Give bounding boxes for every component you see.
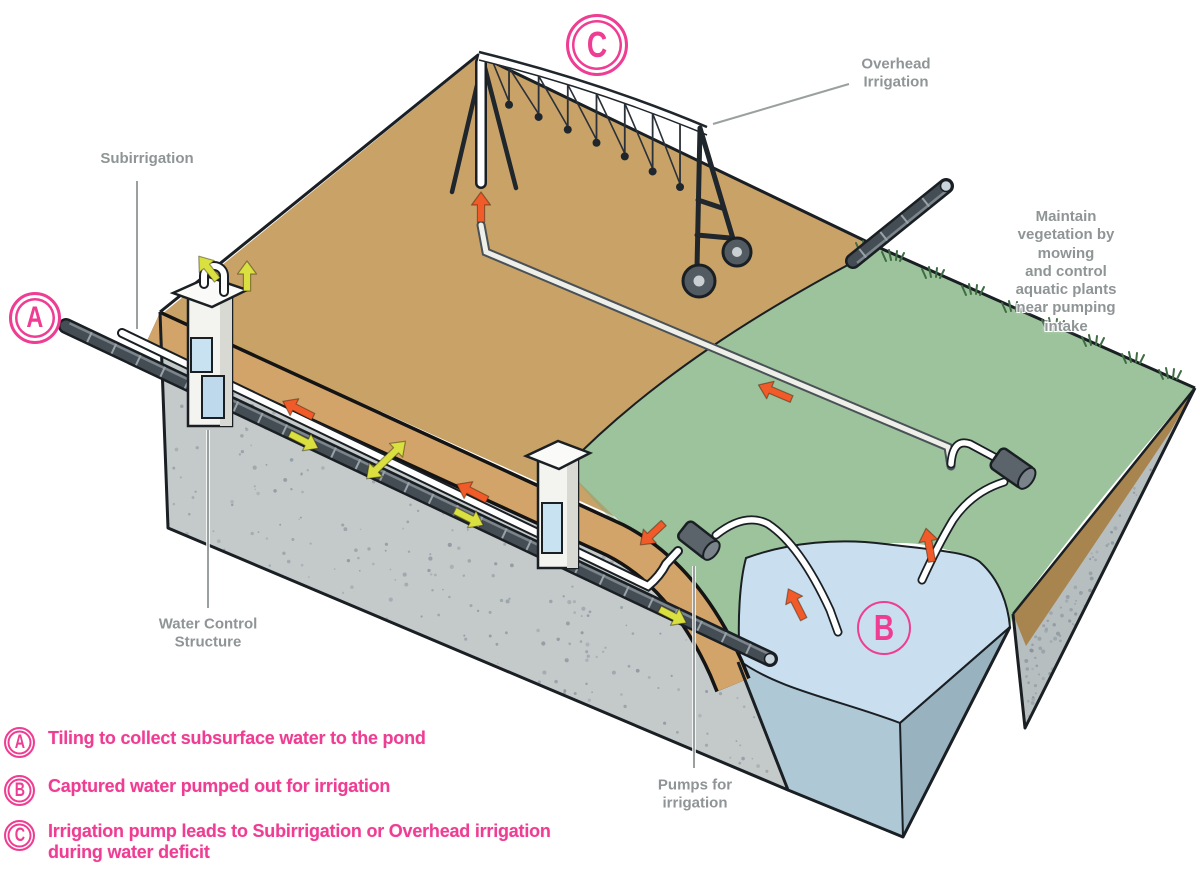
legend-circle-a: A: [4, 727, 35, 758]
water-control-structure-2: [522, 439, 594, 570]
center-pivot: [449, 50, 753, 299]
pond-front-face: [738, 662, 903, 837]
legend-row-c: C Irrigation pump leads to Subirrigation…: [4, 820, 613, 863]
pump-1: [677, 515, 843, 637]
legend-text-c: Irrigation pump leads to Subirrigation o…: [48, 820, 551, 863]
grass-tufts: [855, 240, 1182, 380]
legend-text-b: Captured water pumped out for irrigation: [48, 775, 391, 796]
block-outlines: [158, 53, 1197, 839]
label-water-control-structure: Water Control Structure: [158, 615, 258, 651]
subirrigation-lateral-pipe: [117, 328, 683, 592]
label-subirrigation: Subirrigation: [100, 149, 194, 167]
label-maintain-vegetation: Maintain vegetation by mowing and contro…: [1015, 207, 1117, 335]
legend-circle-c: C: [4, 820, 35, 851]
label-pumps-for-irrigation: Pumps for irrigation: [657, 776, 733, 812]
marker-a: A: [9, 292, 61, 344]
leader-lines: [135, 82, 850, 768]
flow-arrows: [198, 191, 939, 626]
right-face-brown: [1013, 388, 1195, 646]
legend-circle-b: B: [4, 775, 35, 806]
front-subsoil-face: [160, 316, 788, 790]
water-control-structure-1: [169, 260, 251, 428]
right-face-gray: [1013, 388, 1195, 728]
marker-b: B: [857, 601, 911, 655]
pivot-boom: [477, 50, 709, 191]
tile-drain-pipes: [58, 178, 954, 667]
label-overhead-irrigation: Overhead Irrigation: [861, 55, 931, 91]
legend-text-a: Tiling to collect subsurface water to th…: [48, 727, 426, 748]
marker-c: C: [566, 14, 628, 76]
legend-row-a: A Tiling to collect subsurface water to …: [4, 727, 437, 758]
soil-band: [145, 310, 751, 693]
legend-row-b: B Captured water pumped out for irrigati…: [4, 775, 401, 806]
